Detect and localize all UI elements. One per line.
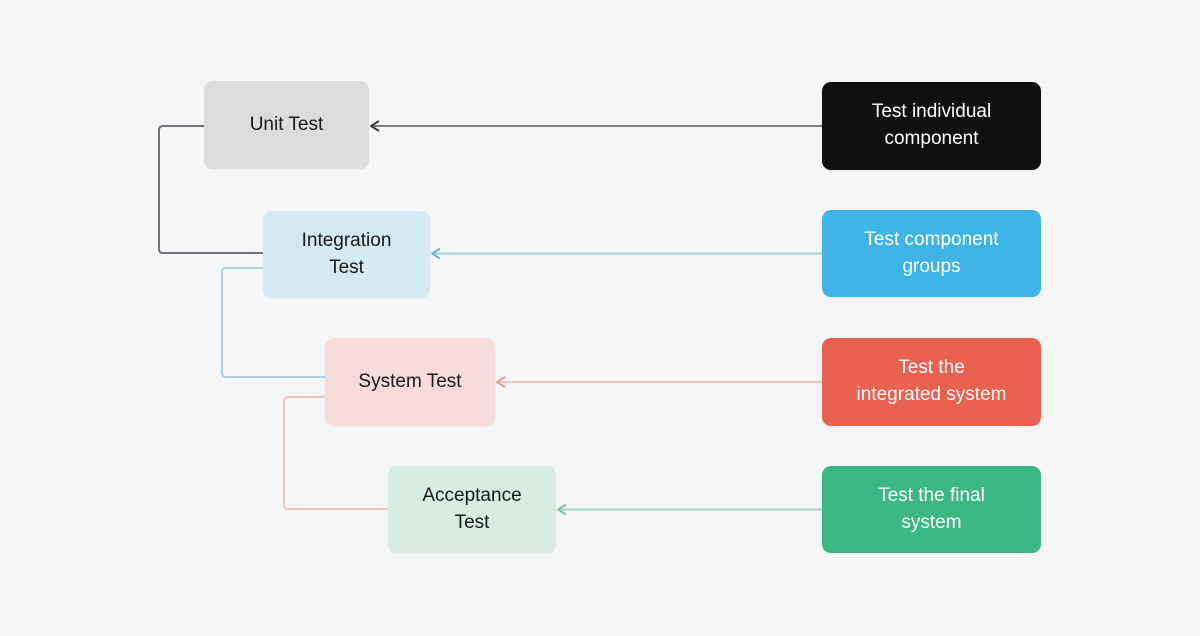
arrow-head-final-to-acceptance [557, 503, 567, 516]
node-unit-test: Unit Test [204, 81, 369, 169]
node-system-test: System Test [325, 338, 495, 426]
arrow-head-individual-to-unit [370, 120, 380, 132]
elbow-system-to-acceptance [283, 396, 388, 510]
elbow-unit-to-integration [158, 125, 263, 254]
arrow-head-integrated-to-system [496, 376, 506, 388]
node-acceptance-test: Acceptance Test [388, 466, 556, 553]
desc-unit-test: Test individual component [822, 82, 1041, 170]
desc-acceptance-test: Test the final system [822, 466, 1041, 553]
arrow-head-groups-to-integration [431, 247, 441, 260]
desc-system-test: Test the integrated system [822, 338, 1041, 426]
elbow-integration-to-system [221, 267, 325, 378]
node-integration-test: Integration Test [263, 211, 430, 298]
desc-integration-test: Test component groups [822, 210, 1041, 297]
